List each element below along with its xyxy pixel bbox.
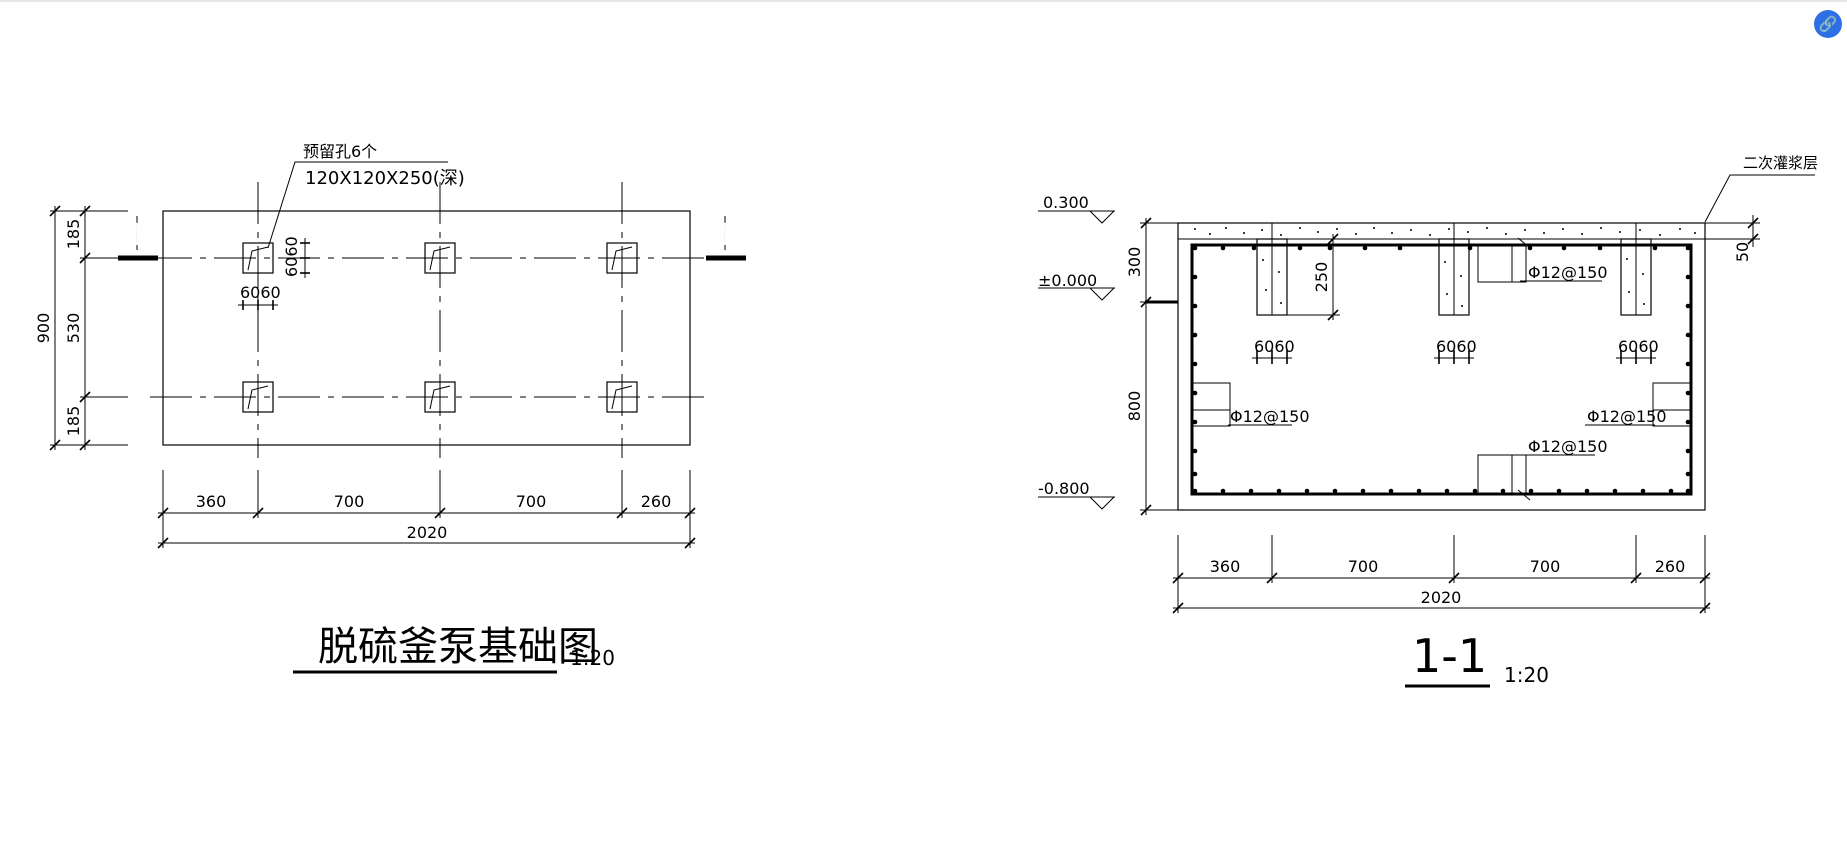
plan-dim-chain-left (49, 205, 128, 451)
section-dim-300: 300 (1125, 247, 1144, 278)
rebar-detail-left (1191, 382, 1231, 427)
hole-note-line1: 预留孔6个 (303, 142, 377, 161)
plan-view: 预留孔6个 120X120X250(深) 6060 6060 (34, 142, 746, 674)
link-icon[interactable]: 🔗 (1814, 10, 1842, 38)
grout-label: 二次灌浆层 (1743, 154, 1818, 172)
rebar-label-right: Φ12@150 (1587, 407, 1667, 426)
plan-dim-260: 260 (641, 492, 672, 511)
section-dim-250: 250 (1312, 262, 1331, 293)
elev-marker-top (1038, 210, 1115, 224)
section-scale: 1:20 (1504, 663, 1549, 687)
anchor-hole (606, 381, 638, 413)
section-dim-260: 260 (1655, 557, 1686, 576)
section-dim-800: 800 (1125, 391, 1144, 422)
anchor-hole (424, 242, 456, 274)
top-border (0, 0, 1847, 2)
pocket-dim (1252, 350, 1292, 364)
grout-speckle (1194, 227, 1696, 236)
elev-bottom-label: -0.800 (1038, 479, 1090, 498)
plan-title: 脱硫釜泵基础图 (318, 624, 598, 670)
plan-dim-360: 360 (196, 492, 227, 511)
plan-dim-900: 900 (34, 313, 53, 344)
section-dim-360: 360 (1210, 557, 1241, 576)
plan-dim-185a: 185 (64, 219, 83, 250)
anchor-pocket (1620, 223, 1652, 316)
hole-dim-horizontal: 6060 (240, 283, 281, 302)
section-view: Φ12@150 Φ12@150 Φ12@150 Φ12@150 二次灌浆层 0.… (1038, 154, 1818, 688)
rebar-detail-top (1477, 243, 1527, 283)
section-dim-6060a: 6060 (1254, 337, 1295, 356)
plan-dim-700a: 700 (334, 492, 365, 511)
rebar-label-bottom: Φ12@150 (1528, 437, 1608, 456)
section-mark-left: 1 (128, 218, 147, 253)
section-dim-6060b: 6060 (1436, 337, 1477, 356)
section-title: 1-1 (1412, 629, 1487, 683)
plan-dim-185b: 185 (64, 406, 83, 437)
rebar-dots (1192, 245, 1691, 494)
pocket-dim (1616, 350, 1656, 364)
hole-dim-vertical: 6060 (282, 236, 301, 277)
rebar-detail-bottom (1477, 454, 1527, 495)
plan-dim-chain-bottom (157, 470, 696, 549)
anchor-hole (606, 242, 638, 274)
section-dim-50: 50 (1733, 242, 1752, 262)
elev-marker-zero (1038, 287, 1115, 301)
plan-outline (162, 210, 691, 446)
plan-dim-700b: 700 (516, 492, 547, 511)
rebar-cage (1190, 243, 1693, 496)
anchor-pocket (1438, 223, 1470, 316)
section-dim-700a: 700 (1348, 557, 1379, 576)
section-dim-700b: 700 (1530, 557, 1561, 576)
anchor-hole (242, 242, 274, 274)
plan-scale: 1:20 (570, 646, 615, 670)
grout-layer (1177, 222, 1706, 240)
section-mark-right: 1 (716, 218, 735, 253)
pocket-dim (1434, 350, 1474, 364)
rebar-label-left: Φ12@150 (1230, 407, 1310, 426)
section-dim-chain-left (1140, 217, 1178, 516)
anchor-hole (242, 381, 274, 413)
section-dim-2020: 2020 (1421, 588, 1462, 607)
elev-marker-bottom (1038, 496, 1115, 510)
elev-top-label: 0.300 (1043, 193, 1089, 212)
section-dim-6060c: 6060 (1618, 337, 1659, 356)
elev-zero-label: ±0.000 (1038, 271, 1097, 290)
anchor-hole (424, 381, 456, 413)
hole-note-leader (267, 161, 448, 249)
anchor-pocket (1256, 223, 1288, 316)
grout-label-leader (1704, 174, 1815, 223)
rebar-detail-right (1652, 382, 1692, 427)
rebar-label-top: Φ12@150 (1528, 263, 1608, 282)
section-dim-chain-bottom (1172, 535, 1711, 614)
hole-note-line2: 120X120X250(深) (305, 168, 465, 189)
plan-dim-2020: 2020 (407, 523, 448, 542)
plan-dim-530: 530 (64, 313, 83, 344)
